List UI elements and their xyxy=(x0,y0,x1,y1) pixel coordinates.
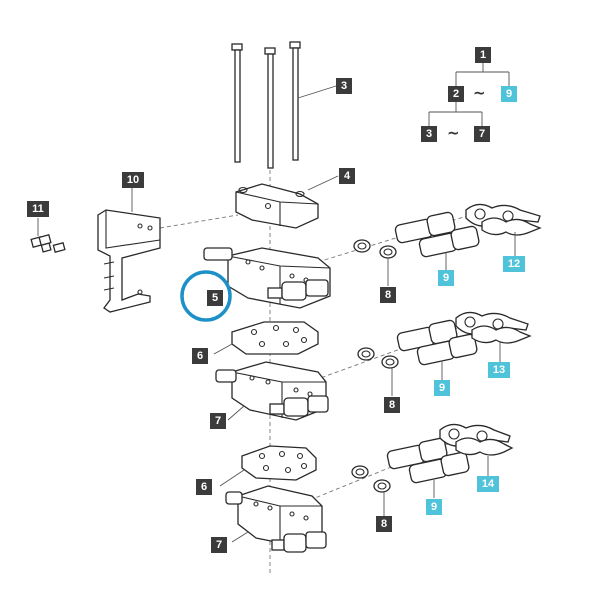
range-symbol-upper: ~ xyxy=(473,84,486,102)
hierarchy-label-level2-left: 2 xyxy=(448,86,464,102)
seals-row-2 xyxy=(357,347,399,396)
long-bolts xyxy=(231,41,337,169)
callout-gasket-2: 6 xyxy=(196,479,212,495)
callout-fitting-row-1: 9 xyxy=(438,270,454,286)
caps-row-3 xyxy=(439,423,514,476)
callout-fitting-row-3: 9 xyxy=(426,499,442,515)
callout-valve-section-2: 7 xyxy=(211,537,227,553)
caps-row-2 xyxy=(455,311,532,362)
callout-end-cover: 4 xyxy=(339,168,355,184)
fittings-row-3 xyxy=(386,437,470,498)
valve-section-top xyxy=(203,247,331,309)
callout-cap-row-2: 13 xyxy=(488,362,510,378)
fittings-row-2 xyxy=(396,319,478,380)
caps-row-1 xyxy=(465,203,542,256)
range-symbol-lower: ~ xyxy=(447,124,460,142)
valve-section-bottom xyxy=(225,485,327,553)
hierarchy-label-level2-right: 9 xyxy=(501,86,517,102)
callout-valve-section-1: 7 xyxy=(210,413,226,429)
callout-seal-row-1: 8 xyxy=(380,287,396,303)
end-cover-block xyxy=(235,175,339,229)
mounting-bracket xyxy=(97,185,161,313)
gasket-plate-1 xyxy=(213,321,319,355)
valve-section-middle xyxy=(215,361,329,421)
callout-bolts: 3 xyxy=(336,78,352,94)
callout-bracket: 10 xyxy=(122,172,144,188)
hierarchy-tree-lines xyxy=(428,62,510,126)
seals-row-3 xyxy=(351,465,391,516)
hierarchy-label-level3-left: 3 xyxy=(421,126,437,142)
callout-fitting-row-2: 9 xyxy=(434,380,450,396)
callout-seal-row-3: 8 xyxy=(376,516,392,532)
hierarchy-label-top: 1 xyxy=(475,47,491,63)
callout-small-bolts: 11 xyxy=(27,201,49,217)
hierarchy-label-level3-right: 7 xyxy=(474,126,490,142)
small-bolts xyxy=(30,218,66,253)
callout-gasket-1: 6 xyxy=(192,348,208,364)
seals-row-1 xyxy=(353,239,397,286)
highlight-circle xyxy=(180,270,232,322)
callout-seal-row-2: 8 xyxy=(384,397,400,413)
callout-cap-row-1: 12 xyxy=(503,256,525,272)
callout-highlighted-part: 5 xyxy=(207,290,223,306)
gasket-plate-2 xyxy=(219,445,317,487)
callout-cap-row-3: 14 xyxy=(477,476,499,492)
fittings-row-1 xyxy=(394,211,480,270)
